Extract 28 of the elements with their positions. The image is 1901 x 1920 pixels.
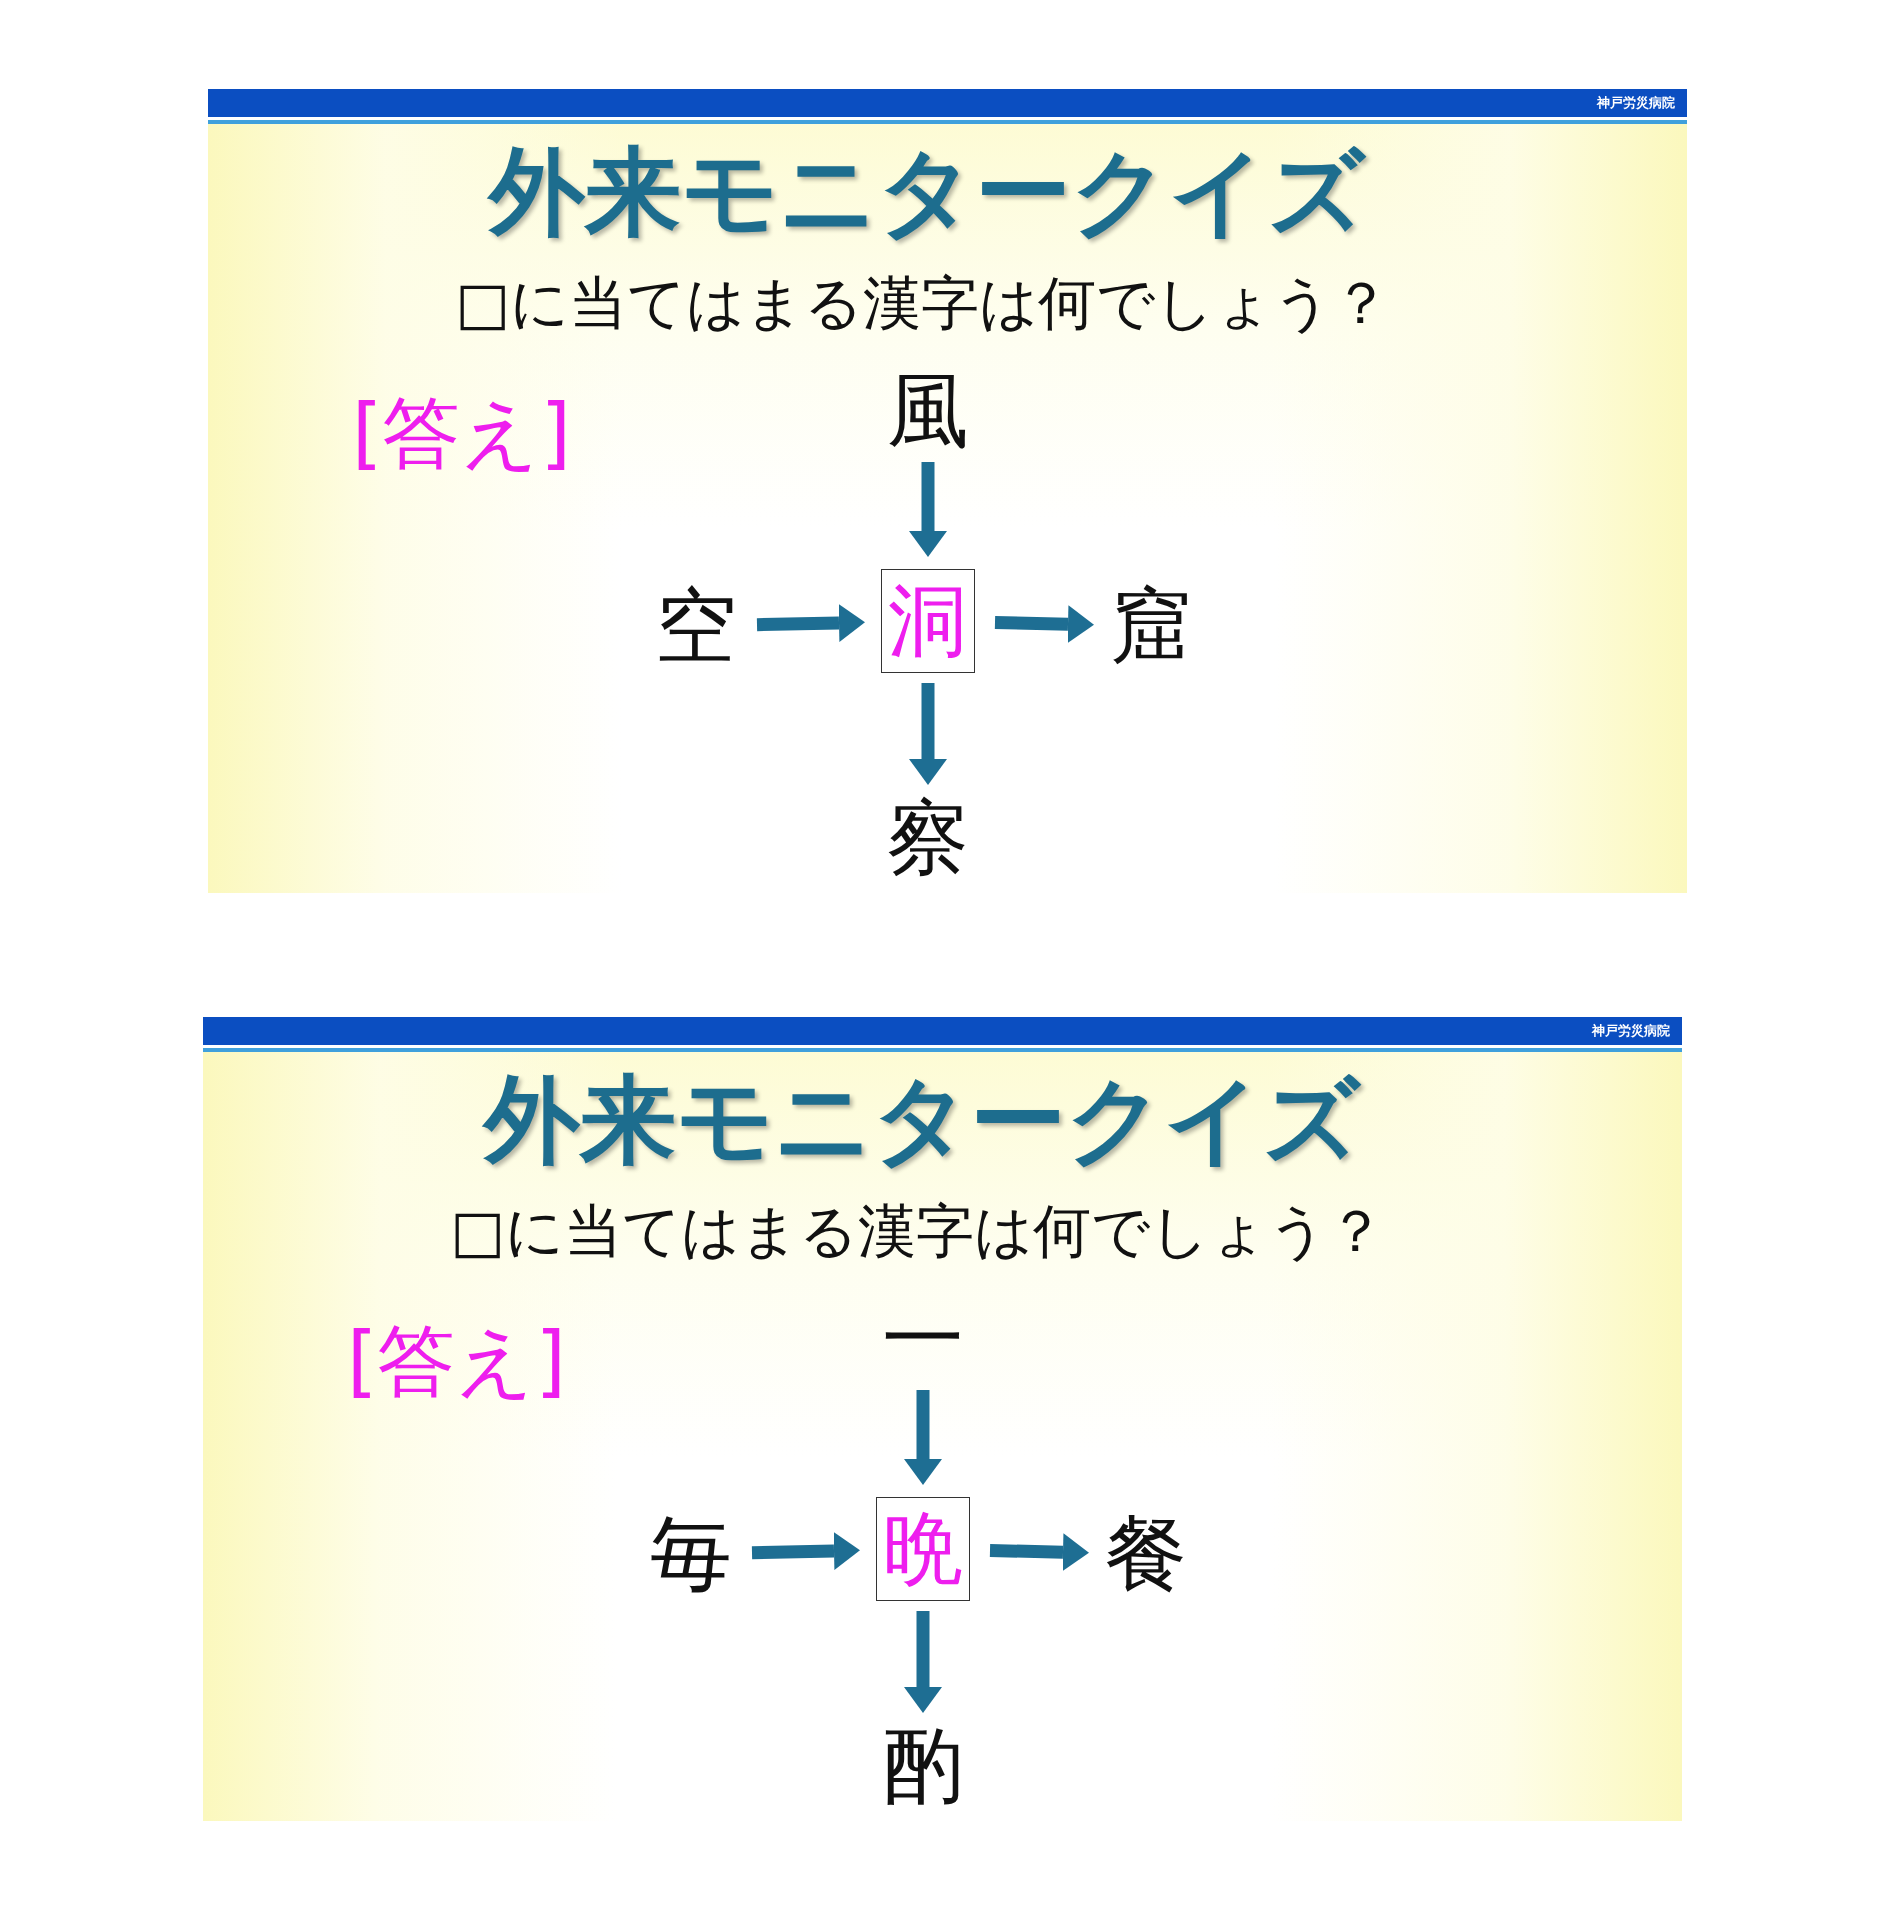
answer-box: 洞 (881, 569, 975, 673)
slide-panel (203, 1017, 1682, 1821)
arrow (756, 603, 866, 642)
kanji-character: 察 (887, 797, 969, 879)
arrow (909, 683, 947, 785)
slide-panel (208, 89, 1687, 893)
arrow (989, 1533, 1090, 1572)
kanji-character: 窟 (1110, 585, 1192, 667)
arrow (751, 1531, 861, 1570)
answer-heading: [答え] (347, 1322, 566, 1400)
quiz-title: 外来モニタークイズ (489, 144, 1365, 240)
answer-heading: [答え] (352, 394, 571, 472)
kanji-character: 一 (882, 1298, 964, 1380)
arrow (994, 605, 1095, 644)
arrow (904, 1611, 942, 1713)
question-text: □に当てはまる漢字は何でしょう？ (450, 1202, 1386, 1260)
answer-box: 晩 (876, 1497, 970, 1601)
kanji-character: 餐 (1105, 1513, 1187, 1595)
hospital-name: 神戸労災病院 (1592, 1024, 1670, 1038)
hospital-name: 神戸労災病院 (1597, 96, 1675, 110)
question-text: □に当てはまる漢字は何でしょう？ (455, 274, 1391, 332)
kanji-character: 風 (887, 370, 969, 452)
kanji-character: 酌 (882, 1725, 964, 1807)
kanji-character: 毎 (650, 1513, 732, 1595)
arrow (909, 462, 947, 557)
arrow (904, 1390, 942, 1485)
kanji-character: 空 (655, 585, 737, 667)
quiz-title: 外来モニタークイズ (484, 1072, 1360, 1168)
